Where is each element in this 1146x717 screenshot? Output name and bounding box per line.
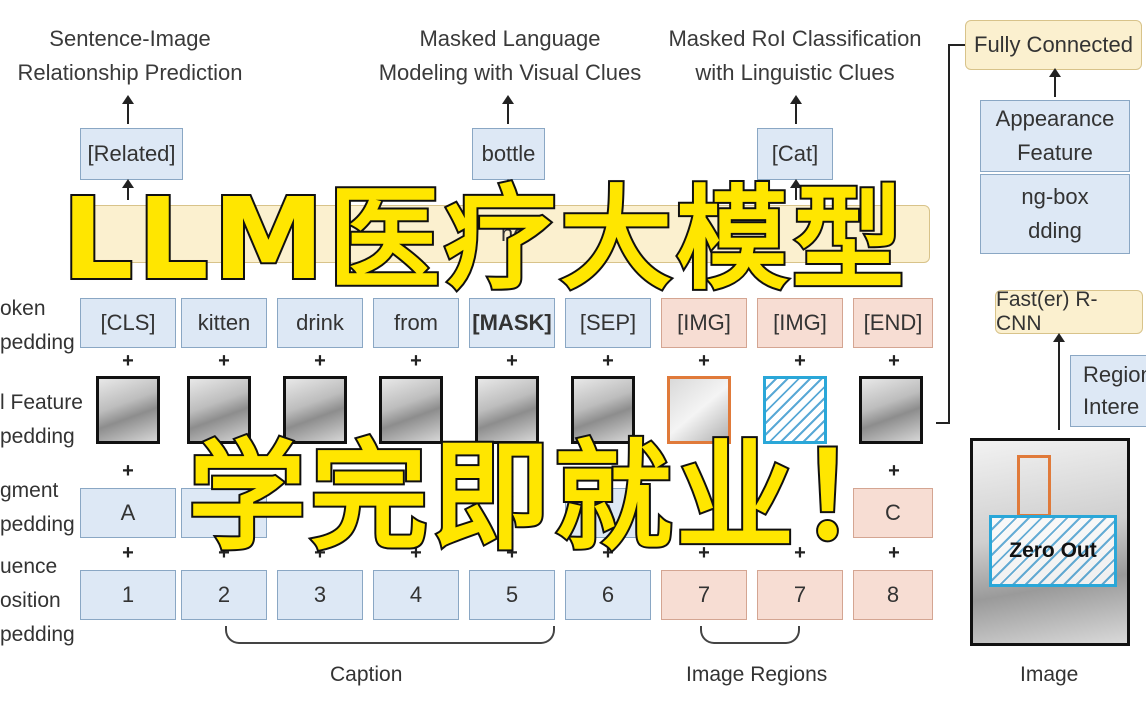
plus-sign: + <box>122 542 134 564</box>
plus-sign: + <box>888 460 900 482</box>
fully-connected-box: Fully Connected <box>965 20 1142 70</box>
arrow-up <box>790 95 802 124</box>
transformer-stack: ng <box>80 205 930 263</box>
regions-of-interest-box: Region Intere <box>1070 355 1146 427</box>
row-label-token: oken pedding <box>0 297 75 354</box>
plus-sign: + <box>888 350 900 372</box>
position-cell: 1 <box>80 570 176 620</box>
plus-sign: + <box>410 542 422 564</box>
zero-out-region: Zero Out <box>989 515 1117 587</box>
caption-label: Caption <box>330 663 403 686</box>
visual-feature-thumbnail <box>96 376 160 444</box>
plus-sign: + <box>506 542 518 564</box>
row-label-segment: gment pedding <box>0 479 75 536</box>
position-cell: 8 <box>853 570 933 620</box>
token-cell: [SEP] <box>565 298 651 348</box>
task-masked-language-title: Masked Language Modeling with Visual Clu… <box>378 26 642 85</box>
token-cell: kitten <box>181 298 267 348</box>
overlay-subheadline: 学完即就业！ <box>186 426 921 568</box>
feedback-line <box>948 44 965 46</box>
plus-sign: + <box>122 350 134 372</box>
visual-feature-thumbnail <box>283 376 347 444</box>
position-cell: 3 <box>277 570 363 620</box>
token-cell: drink <box>277 298 363 348</box>
arrow-up <box>1053 333 1065 430</box>
roi-feature-thumbnail <box>667 376 731 444</box>
plus-sign: + <box>698 350 710 372</box>
position-cell: 4 <box>373 570 459 620</box>
output-related: [Related] <box>80 128 183 180</box>
visual-feature-thumbnail <box>859 376 923 444</box>
token-cell: from <box>373 298 459 348</box>
image-regions-brace <box>700 626 800 644</box>
plus-sign: + <box>888 542 900 564</box>
source-image: Zero Out <box>970 438 1130 646</box>
token-cell: [MASK] <box>469 298 555 348</box>
visual-feature-thumbnail <box>379 376 443 444</box>
token-cell: [END] <box>853 298 933 348</box>
masked-roi-thumbnail <box>763 376 827 444</box>
row-label-visual: l Feature pedding <box>0 391 83 448</box>
arrow-up <box>502 179 514 200</box>
plus-sign: + <box>218 350 230 372</box>
arrow-up <box>502 95 514 124</box>
token-cell: [IMG] <box>757 298 843 348</box>
position-cell: 7 <box>661 570 747 620</box>
fast-rcnn-box: Fast(er) R-CNN <box>995 288 1143 335</box>
plus-sign: + <box>410 350 422 372</box>
position-cell: 2 <box>181 570 267 620</box>
feedback-line <box>948 44 950 424</box>
output-cat: [Cat] <box>757 128 833 180</box>
plus-sign: + <box>602 350 614 372</box>
plus-sign: + <box>314 350 326 372</box>
arrow-up <box>1049 68 1061 97</box>
arrow-up <box>122 179 134 200</box>
plus-sign: + <box>794 542 806 564</box>
roi-highlight <box>1017 455 1051 517</box>
plus-sign: + <box>506 350 518 372</box>
visual-feature-thumbnail <box>475 376 539 444</box>
visual-feature-thumbnail <box>187 376 251 444</box>
plus-sign: + <box>698 542 710 564</box>
arrow-up <box>122 95 134 124</box>
position-cell: 7 <box>757 570 843 620</box>
task-sentence-image-title: Sentence-Image Relationship Prediction <box>17 26 243 85</box>
token-cell: [IMG] <box>661 298 747 348</box>
plus-sign: + <box>122 460 134 482</box>
feedback-line <box>936 422 950 424</box>
segment-cell: C <box>853 488 933 538</box>
transformer-stack-label: ng <box>501 221 526 246</box>
arrow-up <box>790 179 802 200</box>
image-regions-label: Image Regions <box>686 663 828 686</box>
appearance-feature-box: Appearance Feature <box>980 100 1130 172</box>
plus-sign: + <box>602 542 614 564</box>
overlay-headline: LLM医疗大模型 <box>60 173 909 307</box>
position-cell: 6 <box>565 570 651 620</box>
image-label: Image <box>1020 663 1079 686</box>
plus-sign: + <box>218 542 230 564</box>
position-cell: 5 <box>469 570 555 620</box>
token-cell: [CLS] <box>80 298 176 348</box>
bounding-box-embedding-box: ng-box dding <box>980 174 1130 254</box>
visual-feature-thumbnail <box>571 376 635 444</box>
task-masked-roi-title: Masked RoI Classification with Linguisti… <box>668 26 922 85</box>
segment-cell: A <box>565 488 651 538</box>
segment-cell <box>181 488 267 538</box>
caption-brace <box>225 626 555 644</box>
plus-sign: + <box>314 542 326 564</box>
plus-sign: + <box>794 350 806 372</box>
row-label-sequence: uence osition pedding <box>0 555 75 646</box>
segment-cell: A <box>80 488 176 538</box>
